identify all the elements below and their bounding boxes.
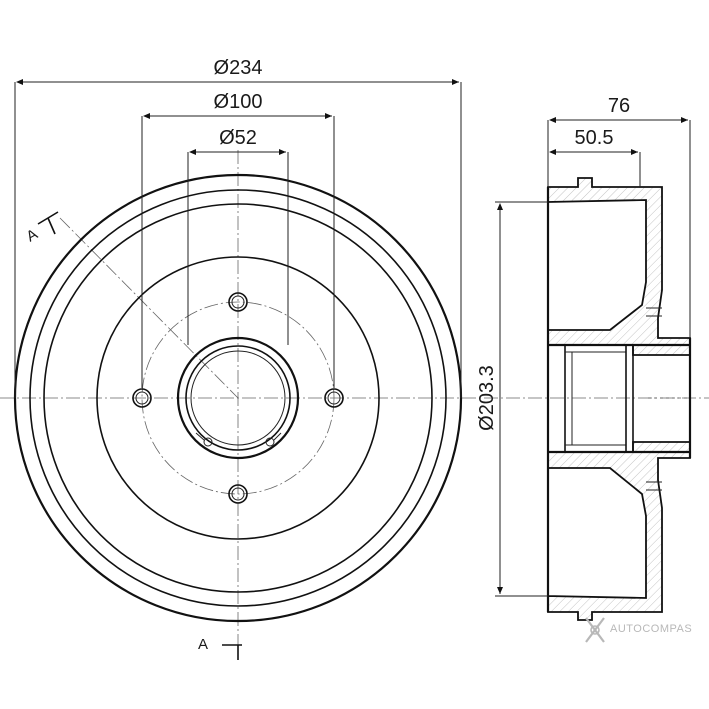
bolt-hole-top bbox=[228, 292, 248, 312]
section-marker-top: A bbox=[24, 211, 59, 246]
dim-drum-inner-diameter: Ø203.3 bbox=[476, 365, 498, 431]
section-marker-bottom: A bbox=[198, 636, 242, 660]
front-view: Ø234 Ø100 Ø52 A A bbox=[0, 57, 709, 660]
section-lower-hatch bbox=[547, 441, 691, 621]
drum-braking-surface-circle bbox=[43, 203, 433, 593]
section-line-a bbox=[59, 217, 239, 399]
svg-text:A: A bbox=[24, 226, 41, 246]
center-bore-chamfer bbox=[190, 350, 286, 446]
watermark-text: AUTOCOMPAS bbox=[610, 623, 692, 635]
bolt-circle bbox=[141, 301, 335, 495]
center-bore-inner bbox=[185, 345, 291, 451]
dim-center-bore: Ø52 bbox=[219, 127, 257, 149]
retaining-clip-right bbox=[265, 432, 282, 447]
center-bore-outer bbox=[176, 336, 300, 460]
watermark: AUTOCOMPAS bbox=[585, 617, 692, 643]
retaining-clip-left bbox=[195, 432, 213, 447]
bolt-hole-left bbox=[132, 388, 152, 408]
bolt-hole-bottom bbox=[228, 484, 248, 504]
hub-flange-circle bbox=[96, 256, 380, 540]
dim-overall-height: 76 bbox=[608, 95, 630, 117]
section-upper-hatch bbox=[547, 177, 691, 356]
dim-hub-height: 50.5 bbox=[575, 127, 614, 149]
autocompas-logo-icon bbox=[585, 617, 605, 643]
side-section-view: 76 50.5 Ø203.3 bbox=[476, 95, 692, 621]
svg-text:A: A bbox=[198, 636, 208, 653]
drum-inner-circle bbox=[29, 189, 447, 607]
dim-bolt-circle: Ø100 bbox=[214, 91, 263, 113]
dim-outer-diameter: Ø234 bbox=[214, 57, 263, 79]
bolt-hole-right bbox=[324, 388, 344, 408]
